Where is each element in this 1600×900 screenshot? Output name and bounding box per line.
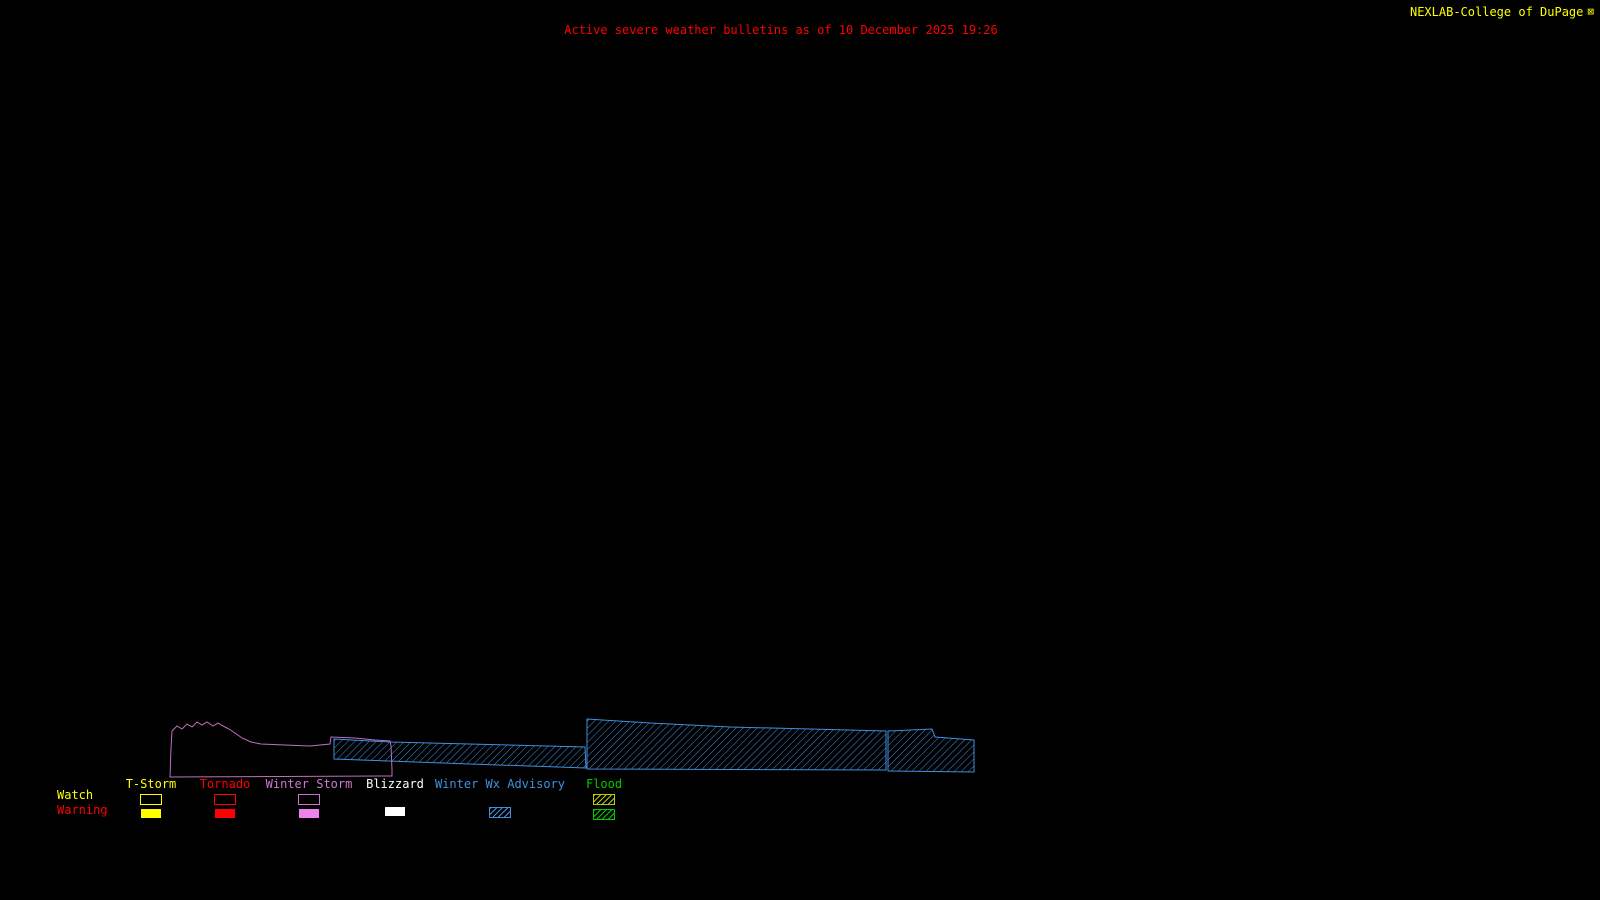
legend-col-blizzard: Blizzard [320, 777, 470, 816]
winter-storm-watch-region [169, 721, 393, 778]
flood-warning-swatch [593, 809, 615, 820]
legend-col-label: Winter Storm [265, 777, 353, 791]
attribution: NEXLAB-College of DuPage ⊠ [1410, 5, 1594, 19]
attribution-text: NEXLAB-College of DuPage [1409, 5, 1584, 19]
page-title: Active severe weather bulletins as of 10… [564, 23, 998, 37]
legend-col-label: T-Storm [125, 777, 177, 791]
legend-col-winter-wx-advisory: Winter Wx Advisory [425, 777, 575, 818]
legend-col-label: Flood [585, 777, 623, 791]
winter-storm-watch-swatch [298, 794, 320, 805]
winter-wx-advisory-region-east [887, 728, 975, 773]
tstorm-watch-swatch [140, 794, 162, 805]
legend-col-winter-storm: Winter Storm [234, 777, 384, 818]
winter-wx-advisory-region-central [586, 718, 887, 771]
flood-watch-swatch [593, 794, 615, 805]
legend-col-flood: Flood [529, 777, 679, 820]
tornado-warning-swatch [215, 809, 235, 818]
winter-wx-advisory-region-west [333, 738, 587, 769]
winter-wx-advisory-warning-swatch [489, 807, 511, 818]
winter-storm-warning-swatch [299, 809, 319, 818]
legend-row-watch-label: Watch [57, 788, 94, 802]
attribution-glyph-icon: ⊠ [1587, 5, 1594, 18]
tornado-watch-swatch [214, 794, 236, 805]
tstorm-warning-swatch [141, 809, 161, 818]
legend-col-label: Tornado [199, 777, 251, 791]
legend-col-label: Blizzard [366, 777, 424, 791]
legend-col-tornado: Tornado [150, 777, 300, 818]
legend-row-warning-label: Warning [57, 803, 108, 817]
legend-col-label: Winter Wx Advisory [434, 777, 566, 791]
blizzard-warning-swatch [385, 807, 405, 816]
legend-col-tstorm: T-Storm [76, 777, 226, 818]
